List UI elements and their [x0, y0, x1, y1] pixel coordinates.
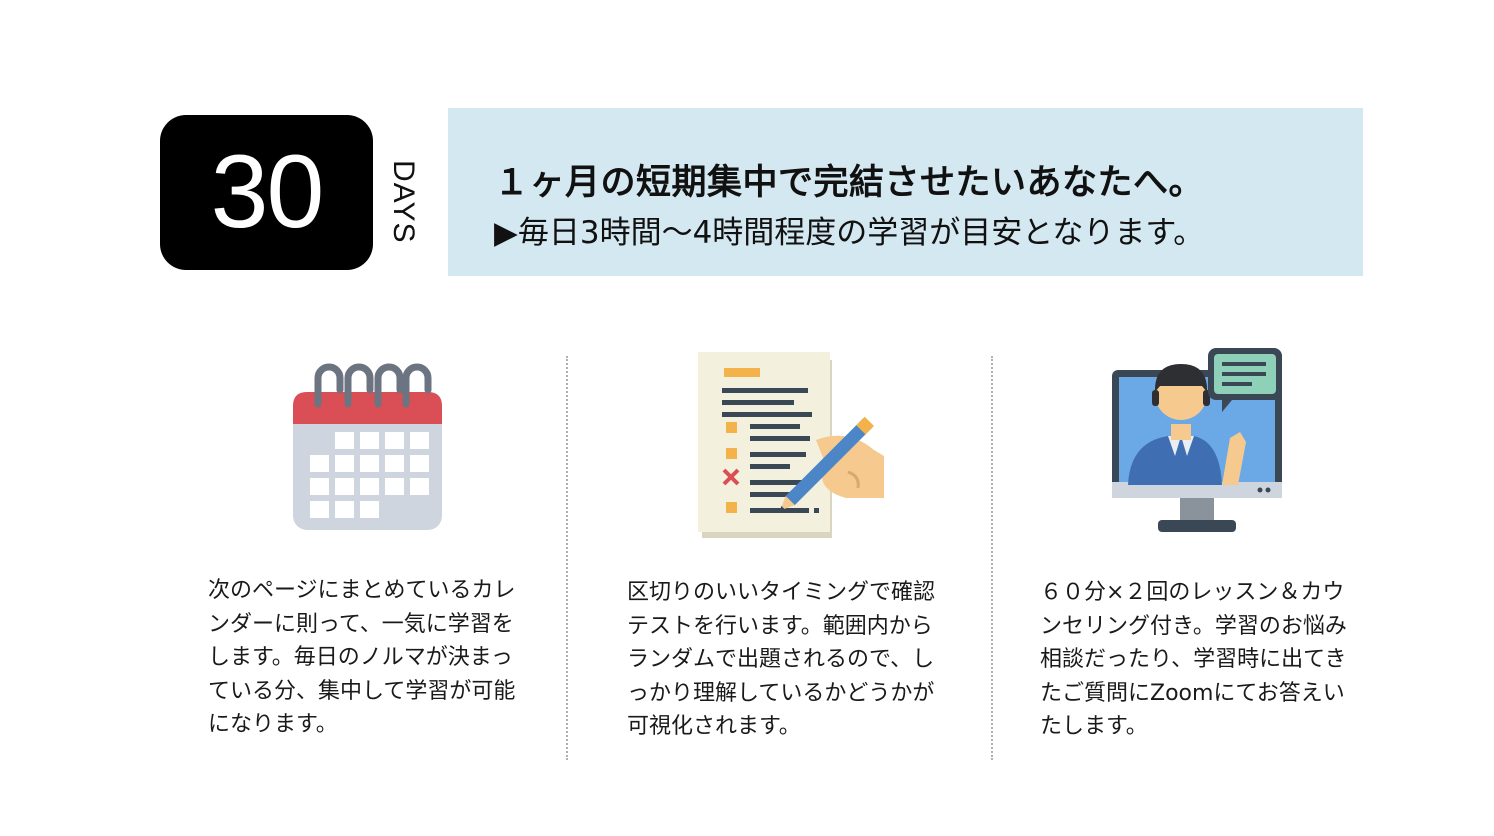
days-number: 30 [210, 134, 325, 250]
calendar-icon [290, 360, 445, 536]
column-divider [566, 356, 568, 760]
column-text-test: 区切りのいいタイミングで確認テストを行います。範囲内からランダムで出題されるので… [627, 580, 936, 739]
checklist-pencil-icon [698, 352, 890, 546]
banner-subtitle: ▶毎日3時間～4時間程度の学習が目安となります。 [494, 215, 1205, 251]
column-divider [991, 356, 993, 760]
column-text-schedule: 次のページにまとめているカレンダーに則って、一気に学習をします。毎日のノルマが決… [208, 578, 516, 737]
headline-banner: １ヶ月の短期集中で完結させたいあなたへ。 ▶毎日3時間～4時間程度の学習が目安と… [448, 108, 1363, 276]
days-badge: 30 [160, 115, 373, 270]
banner-title: １ヶ月の短期集中で完結させたいあなたへ。 [494, 163, 1205, 203]
column-text-lesson: ６０分×２回のレッスン＆カウンセリング付き。学習のお悩み相談だったり、学習時に出… [1040, 580, 1347, 739]
days-label: DAYS [387, 160, 420, 244]
online-lesson-icon [1110, 346, 1286, 542]
